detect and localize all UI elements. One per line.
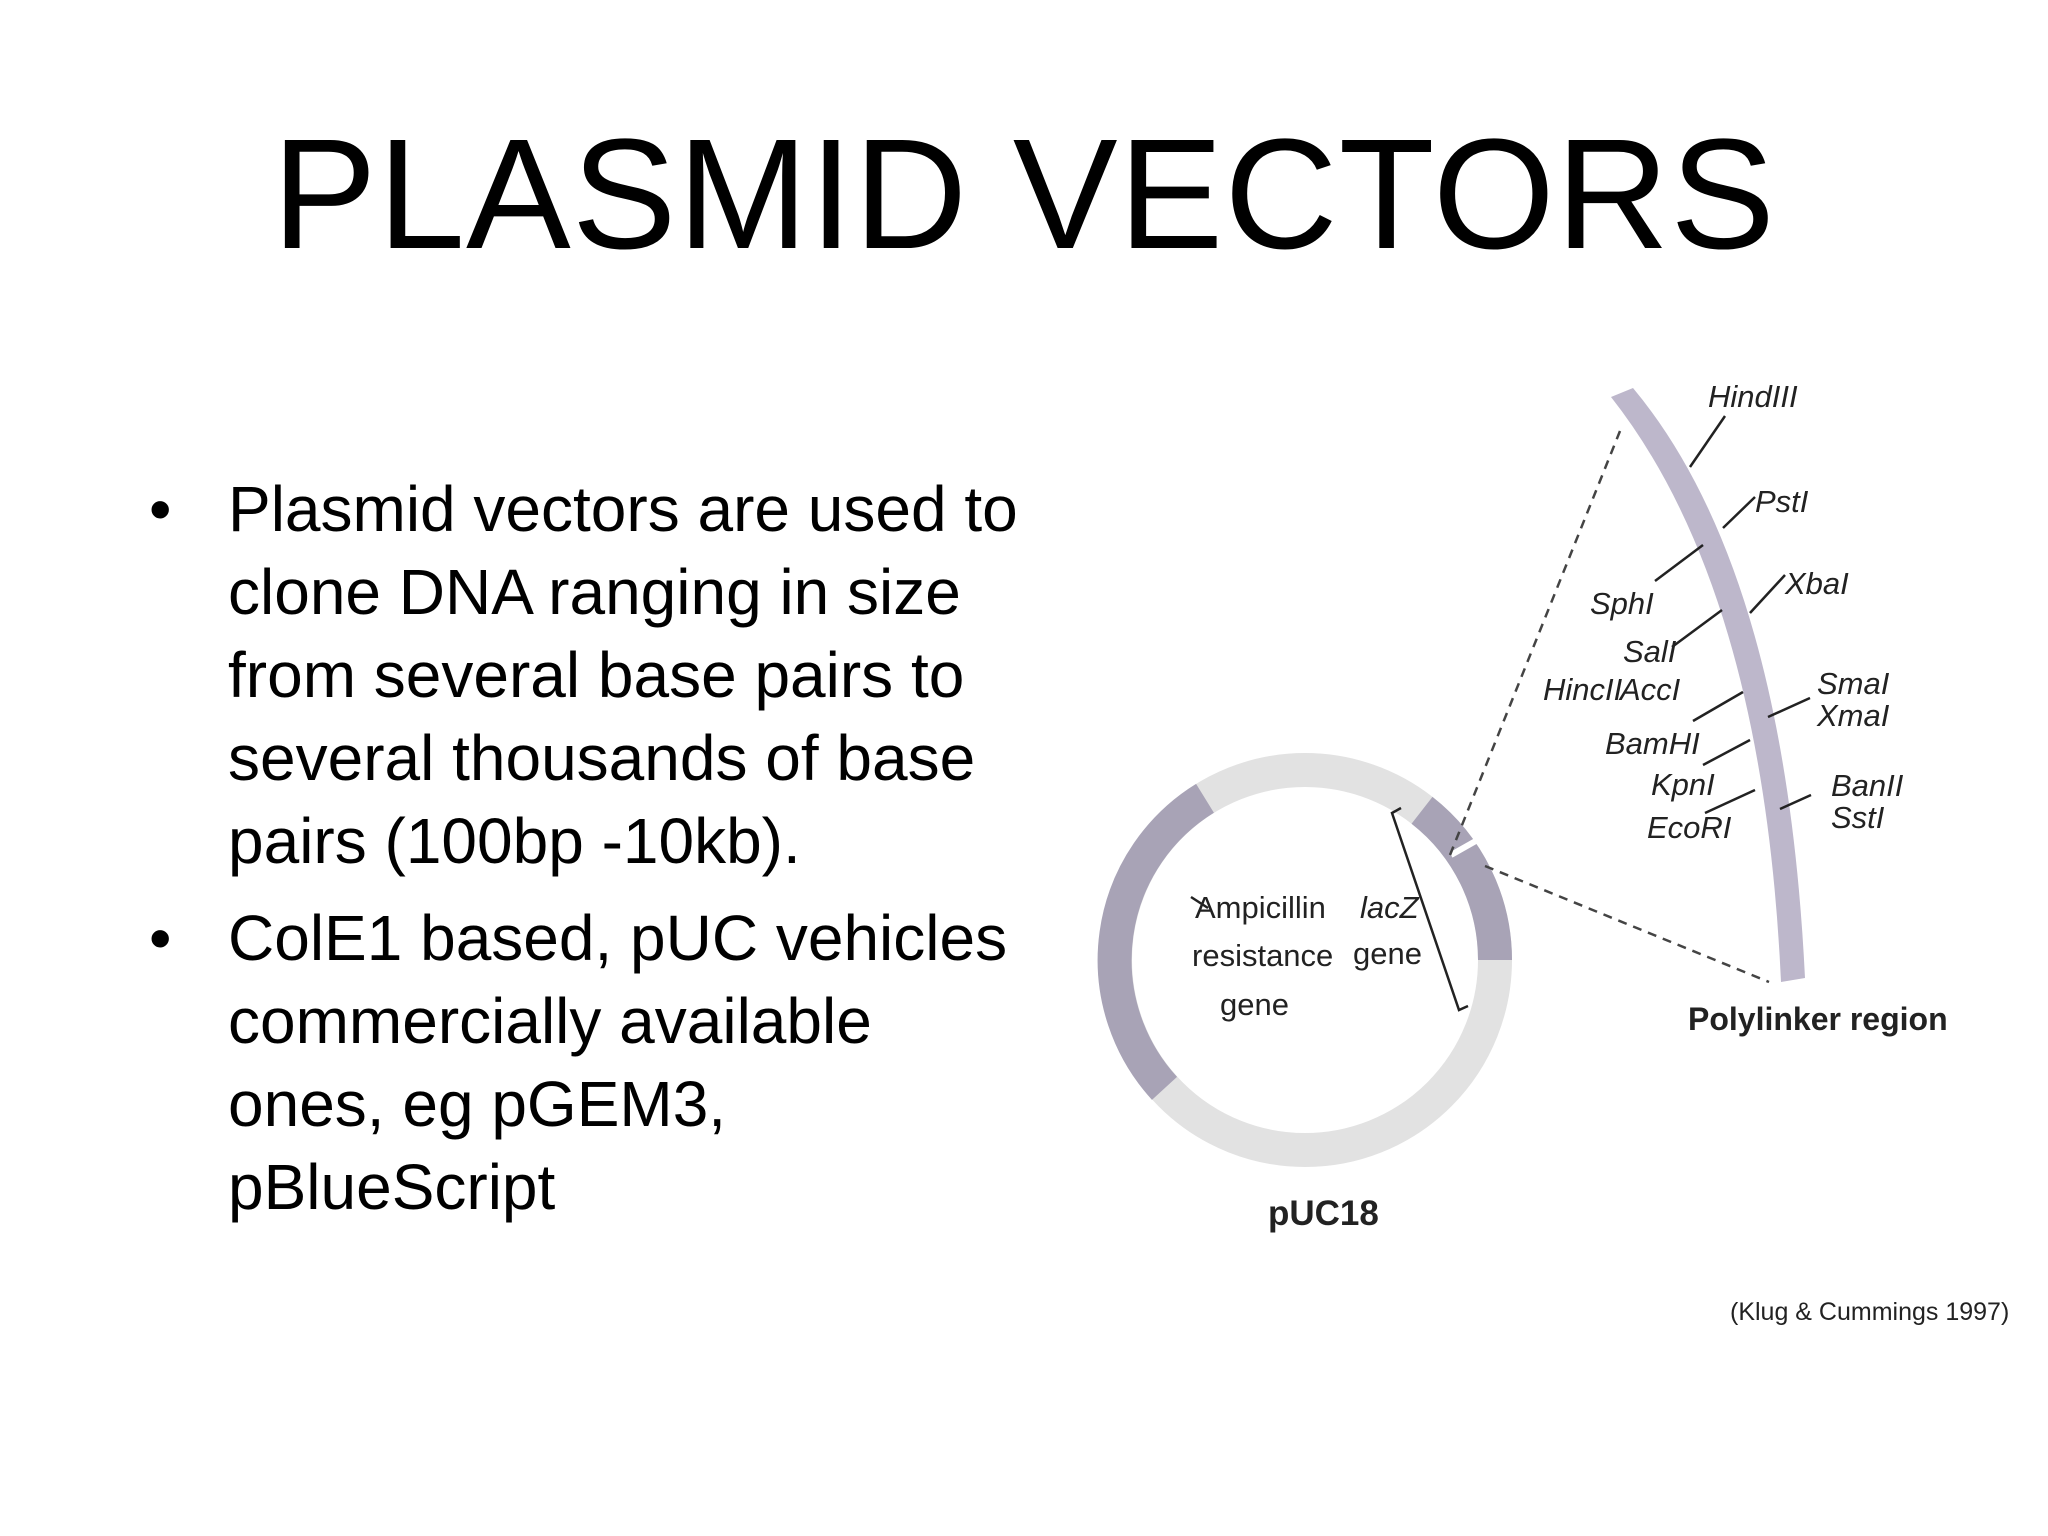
polylinker-region-label: Polylinker region xyxy=(1688,1001,1948,1037)
ampicillin-label-line1: Ampicillin xyxy=(1195,890,1326,925)
ampicillin-label-line2: resistance xyxy=(1192,938,1333,973)
plasmid-name: pUC18 xyxy=(1268,1194,1379,1233)
site-label-xmai: XmaI xyxy=(1816,698,1890,733)
site-label-bamhi: BamHI xyxy=(1605,726,1700,761)
bullet-text-line: commercially available xyxy=(228,985,872,1057)
bullet-item: • ColE1 based, pUC vehicles commercially… xyxy=(140,897,1100,1229)
slide-title: PLASMID VECTORS xyxy=(272,107,1776,282)
site-label-ssti: SstI xyxy=(1831,800,1885,835)
site-label-hincii: HincII xyxy=(1543,672,1623,707)
bullet-text-line: Plasmid vectors are used to xyxy=(228,473,1018,545)
lacz-bracket xyxy=(1390,806,1469,1012)
ampicillin-leader-line xyxy=(1190,895,1209,910)
bullet-text-line: several thousands of base xyxy=(228,722,976,794)
expansion-line-bottom xyxy=(1484,864,1770,984)
lacz-label-line2: gene xyxy=(1353,936,1422,971)
site-leaders-right xyxy=(1688,415,1812,811)
figure-citation: (Klug & Cummings 1997) xyxy=(1730,1298,2009,1326)
site-leaders-left xyxy=(1654,544,1756,815)
site-label-acci: AccI xyxy=(1618,672,1681,707)
ampicillin-label-line3: gene xyxy=(1220,987,1289,1022)
bullet-text-line: pairs (100bp -10kb). xyxy=(228,805,801,877)
site-label-hindiii: HindIII xyxy=(1708,379,1798,414)
bullet-dot-icon: • xyxy=(149,473,172,545)
site-label-xbai: XbaI xyxy=(1784,566,1849,601)
bullet-text-line: ColE1 based, pUC vehicles xyxy=(228,902,1008,974)
bullet-text-line: from several base pairs to xyxy=(228,639,965,711)
expansion-line-top xyxy=(1448,430,1622,856)
site-label-psti: PstI xyxy=(1755,484,1809,519)
lacz-gene-segment xyxy=(1411,796,1512,961)
site-label-ecori: EcoRI xyxy=(1647,810,1732,845)
site-label-sali: SalI xyxy=(1623,634,1677,669)
bullet-text-line: ones, eg pGEM3, xyxy=(228,1068,727,1140)
site-label-kpni: KpnI xyxy=(1651,767,1715,802)
plasmid-diagram: HindIII PstI XbaI SphI SalI HincII AccI … xyxy=(1097,379,2009,1326)
site-label-sphi: SphI xyxy=(1590,586,1654,621)
site-label-smai: SmaI xyxy=(1817,666,1890,701)
lacz-label-line1: lacZ xyxy=(1360,890,1420,925)
bullet-item: • Plasmid vectors are used to clone DNA … xyxy=(140,468,1100,883)
bullet-text-line: clone DNA ranging in size xyxy=(228,556,961,628)
polylinker-arc xyxy=(1611,388,1805,982)
ampicillin-gene-segment xyxy=(1097,783,1215,1100)
puc18-plasmid-figure: HindIII PstI XbaI SphI SalI HincII AccI … xyxy=(1095,370,2048,1370)
site-label-banii: BanII xyxy=(1831,768,1904,803)
bullet-text-line: pBlueScript xyxy=(228,1151,556,1223)
bullet-dot-icon: • xyxy=(149,902,172,974)
polylinker-insertion-mark xyxy=(1449,835,1483,858)
bullet-list: • Plasmid vectors are used to clone DNA … xyxy=(140,468,1100,1243)
